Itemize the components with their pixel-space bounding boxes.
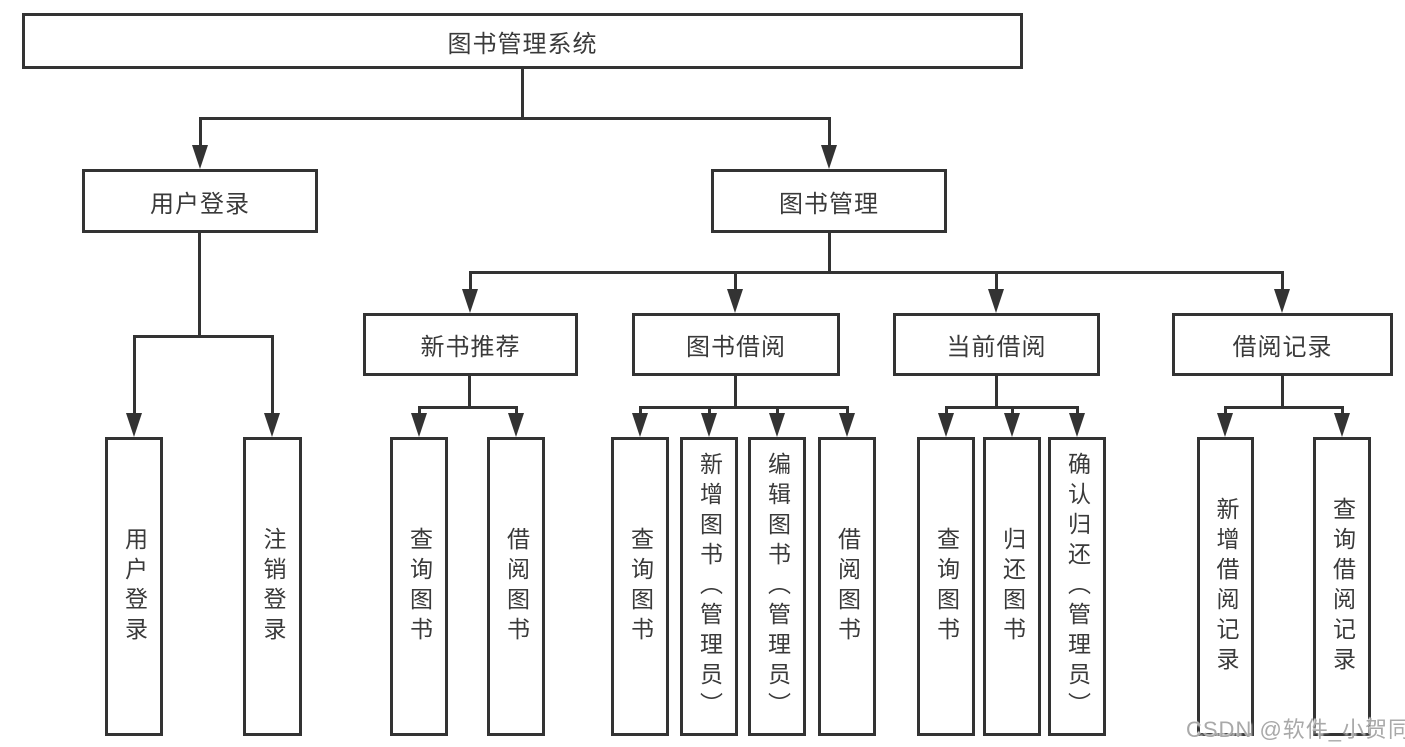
connector-line bbox=[846, 406, 849, 415]
connector-line bbox=[828, 233, 831, 273]
connector-line bbox=[1341, 406, 1344, 415]
leaf-add-books-admin: 新增图书（管理员） bbox=[680, 437, 738, 736]
connector-line bbox=[1011, 406, 1014, 415]
connector-line bbox=[271, 335, 274, 415]
arrow-head bbox=[1274, 289, 1290, 313]
leaf-query-books-1-label: 查询图书 bbox=[406, 526, 433, 647]
node-book-management-label: 图书管理 bbox=[779, 190, 879, 218]
arrow-head bbox=[769, 413, 785, 437]
arrow-head bbox=[632, 413, 648, 437]
arrow-head bbox=[821, 145, 837, 169]
leaf-borrow-books-1-label: 借阅图书 bbox=[503, 526, 530, 647]
arrow-head bbox=[192, 145, 208, 169]
leaf-borrow-books-2: 借阅图书 bbox=[818, 437, 876, 736]
node-current-borrowing-label: 当前借阅 bbox=[946, 334, 1047, 361]
node-user-login-label: 用户登录 bbox=[150, 190, 250, 218]
leaf-add-borrow-record: 新增借阅记录 bbox=[1197, 437, 1254, 736]
node-new-book-recommendation-label: 新书推荐 bbox=[420, 334, 521, 361]
connector-line bbox=[734, 271, 737, 291]
arrow-head bbox=[1217, 413, 1233, 437]
connector-line bbox=[945, 406, 948, 415]
connector-line bbox=[133, 335, 274, 338]
leaf-query-books-1: 查询图书 bbox=[390, 437, 448, 736]
node-borrowing-records-label: 借阅记录 bbox=[1232, 334, 1333, 361]
connector-line bbox=[198, 233, 201, 337]
connector-line bbox=[1281, 271, 1284, 291]
arrow-head bbox=[508, 413, 524, 437]
leaf-edit-books-admin-label: 编辑图书（管理员） bbox=[764, 451, 791, 722]
arrow-head bbox=[988, 289, 1004, 313]
node-book-borrowing: 图书借阅 bbox=[632, 313, 840, 376]
connector-line bbox=[418, 406, 518, 409]
node-book-management: 图书管理 bbox=[711, 169, 947, 233]
arrow-head bbox=[938, 413, 954, 437]
leaf-query-books-2: 查询图书 bbox=[611, 437, 669, 736]
node-book-borrowing-label: 图书借阅 bbox=[686, 334, 786, 361]
connector-line bbox=[521, 69, 524, 119]
connector-line bbox=[776, 406, 779, 415]
leaf-query-borrow-record-label: 查询借阅记录 bbox=[1329, 496, 1356, 677]
arrow-head bbox=[839, 413, 855, 437]
node-user-login: 用户登录 bbox=[82, 169, 318, 233]
node-root-label: 图书管理系统 bbox=[447, 30, 598, 58]
leaf-return-books-label: 归还图书 bbox=[999, 526, 1026, 647]
arrow-head bbox=[1334, 413, 1350, 437]
leaf-user-login-label: 用户登录 bbox=[121, 526, 148, 647]
connector-line bbox=[133, 335, 136, 415]
arrow-head bbox=[1004, 413, 1020, 437]
connector-line bbox=[1281, 376, 1284, 408]
connector-line bbox=[828, 117, 831, 148]
leaf-add-borrow-record-label: 新增借阅记录 bbox=[1213, 496, 1239, 677]
leaf-borrow-books-2-label: 借阅图书 bbox=[834, 526, 861, 647]
arrow-head bbox=[727, 289, 743, 313]
arrow-head bbox=[701, 413, 717, 437]
arrow-head bbox=[411, 413, 427, 437]
leaf-edit-books-admin: 编辑图书（管理员） bbox=[748, 437, 806, 736]
leaf-confirm-return-admin-label: 确认归还（管理员） bbox=[1064, 451, 1091, 722]
leaf-add-books-admin-label: 新增图书（管理员） bbox=[696, 451, 723, 722]
connector-line bbox=[469, 271, 472, 291]
leaf-confirm-return-admin: 确认归还（管理员） bbox=[1048, 437, 1106, 736]
connector-line bbox=[708, 406, 711, 415]
connector-line bbox=[469, 271, 1284, 274]
arrow-head bbox=[1069, 413, 1085, 437]
leaf-query-borrow-record: 查询借阅记录 bbox=[1313, 437, 1371, 736]
node-current-borrowing: 当前借阅 bbox=[893, 313, 1100, 376]
connector-line bbox=[199, 117, 831, 120]
leaf-logout-label: 注销登录 bbox=[260, 526, 286, 647]
node-borrowing-records: 借阅记录 bbox=[1172, 313, 1393, 376]
arrow-head bbox=[126, 413, 142, 437]
leaf-user-login: 用户登录 bbox=[105, 437, 163, 736]
leaf-query-books-2-label: 查询图书 bbox=[627, 526, 654, 647]
connector-line bbox=[199, 117, 202, 148]
connector-line bbox=[639, 406, 642, 415]
connector-line bbox=[1224, 406, 1344, 409]
connector-line bbox=[515, 406, 518, 415]
connector-line bbox=[995, 376, 998, 408]
arrow-head bbox=[462, 289, 478, 313]
connector-line bbox=[1076, 406, 1079, 415]
connector-line bbox=[1224, 406, 1227, 415]
connector-line bbox=[734, 376, 737, 408]
connector-line bbox=[995, 271, 998, 291]
leaf-borrow-books-1: 借阅图书 bbox=[487, 437, 545, 736]
connector-line bbox=[639, 406, 849, 409]
leaf-query-books-3: 查询图书 bbox=[917, 437, 975, 736]
connector-line bbox=[418, 406, 421, 415]
node-root: 图书管理系统 bbox=[22, 13, 1023, 69]
watermark: CSDN @软件_小贺同学 bbox=[1186, 717, 1405, 742]
node-new-book-recommendation: 新书推荐 bbox=[363, 313, 578, 376]
leaf-return-books: 归还图书 bbox=[983, 437, 1041, 736]
connector-line bbox=[468, 376, 471, 408]
arrow-head bbox=[264, 413, 280, 437]
leaf-logout: 注销登录 bbox=[243, 437, 302, 736]
leaf-query-books-3-label: 查询图书 bbox=[933, 526, 960, 647]
